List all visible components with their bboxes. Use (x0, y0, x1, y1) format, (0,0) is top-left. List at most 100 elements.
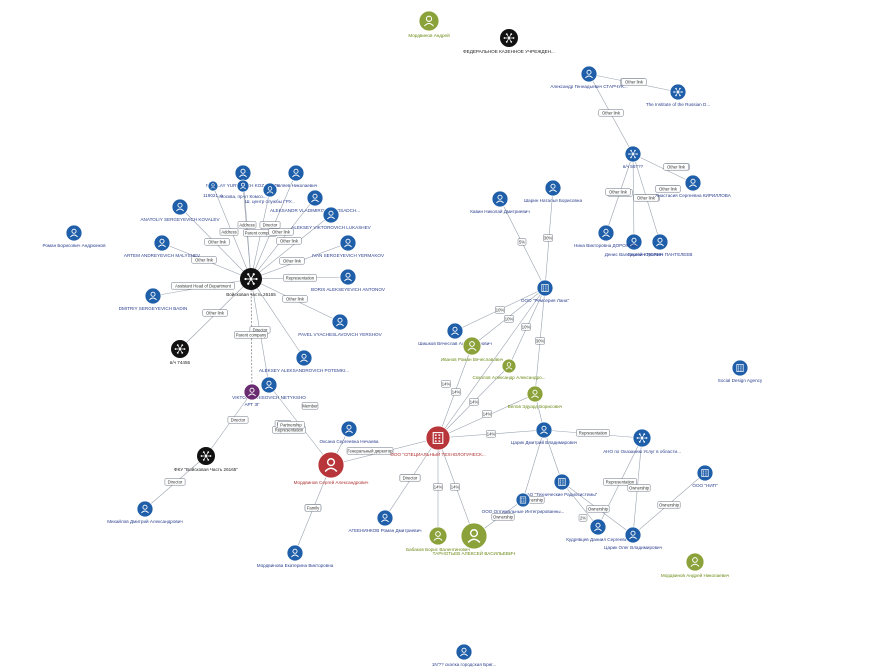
node-vch74[interactable]: в/ч 74455 (170, 340, 191, 365)
edge-label: Assistant Head of Department (171, 282, 235, 290)
node-baiba[interactable]: Бабаков Борис Валентинович (406, 526, 470, 552)
node-tarn[interactable]: ТАРНОТЬЕВ АЛЕКСЕЙ ВАСИЛЬЕВИЧ (433, 522, 516, 556)
node-viktor[interactable]: VIKTOR BORISOVICH NETYKSHO (232, 376, 306, 400)
svg-text:Director: Director (231, 418, 246, 423)
node-fku26[interactable]: ФКУ "Войсковая Часть 26165" (174, 447, 238, 472)
svg-text:Other link: Other link (609, 190, 628, 195)
node-mord_s[interactable]: Мордвинов Сергей Александрович (294, 451, 369, 485)
node-ivan[interactable]: Иванов Роман Вячеславович (441, 336, 504, 362)
node-bel[interactable]: Белов Эдуард Борисович (508, 385, 563, 409)
node-label: Мордвинов Андрей (408, 32, 450, 38)
svg-text:Director: Director (168, 480, 183, 485)
svg-text:Representation: Representation (286, 276, 315, 281)
node-kir[interactable]: Анастасия Сергеевна КИРИЛЛОВА (655, 174, 732, 198)
node-malysh[interactable]: ARTEM ANDREYEVICH MALYSHEV (124, 234, 201, 258)
node-label: 1N'?? скалка городская Бриг... (432, 662, 496, 667)
node-oks[interactable]: Оксана Сергеевна Нечаева (320, 420, 379, 444)
node-mikh[interactable]: Михайлов Дмитрий Александрович (107, 500, 183, 524)
svg-text:30%: 30% (536, 339, 545, 344)
svg-text:Address: Address (239, 223, 254, 228)
node-ageev[interactable]: АГЕЕНИНКОВ Роман Дмитриевич (348, 509, 422, 533)
node-kud[interactable]: Кудрявцев Даниил Сергеевич (566, 518, 630, 542)
node-ooo_opt[interactable]: ООО Оптимальные Интегрированны... (482, 492, 565, 514)
node-label: IVAN SERGEYEVICH YERMAKOV (312, 253, 385, 258)
svg-text:2%: 2% (580, 516, 586, 521)
node-antonov[interactable]: BORIS ALEKSEYEVICH ANTONOV (311, 268, 386, 292)
edge-label: Other link (191, 256, 217, 264)
node-apt[interactable]: АРТ 3Г (243, 383, 261, 407)
node-yershov[interactable]: PAVEL VYACHESLAVOVICH YERSHOV (298, 313, 383, 337)
node-gru[interactable]: Ш. центр службы ГРУ... (245, 182, 295, 204)
node-ao[interactable]: АО "Технические Радиосистемы" (527, 473, 598, 497)
node-label: АНО по Оказанию Услуг в области... (603, 449, 681, 454)
node-label: Бабаков Борис Валентинович (406, 547, 470, 552)
node-yermak[interactable]: IVAN SERGEYEVICH YERMAKOV (312, 234, 385, 258)
node-inst[interactable]: The Institute of the Russian D... (646, 83, 710, 107)
edge-label: Other link (633, 194, 659, 202)
node-fku_top[interactable]: ФЕДЕРАЛЬНОЕ КАЗЕННОЕ УЧРЕЖДЕН... (463, 29, 555, 54)
svg-text:Ownership: Ownership (523, 498, 544, 503)
node-kovalev[interactable]: ANATOLIY SERGEYEVICH KOVALEV (140, 198, 220, 222)
node-potemk[interactable]: ALEKSEY ALEKSANDROVICH POTEMKI... (259, 349, 349, 373)
node-shysh[interactable]: Шишков Вячеслав Александрович (418, 322, 492, 346)
node-tsaroleg[interactable]: Царик Олег Владимирович (604, 526, 663, 550)
svg-text:Other link: Other link (195, 258, 214, 263)
svg-text:Other link: Other link (280, 239, 299, 244)
node-label: ТАРНОТЬЕВ АЛЕКСЕЙ ВАСИЛЬЕВИЧ (433, 549, 516, 556)
node-bottom[interactable]: 1N'?? скалка городская Бриг... (432, 643, 496, 667)
node-sham[interactable]: Шарин Наталья Борисовна (524, 179, 582, 203)
node-sda[interactable]: Social Design Agency (718, 359, 763, 383)
node-label: Шарин Наталья Борисовна (524, 198, 582, 203)
node-kaz[interactable]: Кавин Николай Дмитриевич (470, 190, 530, 214)
edge-label: Director (259, 221, 281, 229)
node-pan[interactable]: Сергей Юрьевич ПАНТЕЛЕЕВ (628, 233, 693, 257)
edge-vch_hub-potemk (250, 278, 305, 359)
node-label: ANATOLIY SERGEYEVICH KOVALEV (140, 217, 220, 222)
node-tsar[interactable]: Царик Дмитрий Владимирович (511, 421, 578, 445)
node-label: DMITRIY SERGEYEVICH BADIN (119, 306, 188, 311)
svg-text:14%: 14% (470, 400, 479, 405)
node-star[interactable]: Александр Геннадьевич СТАРЧУК... (550, 65, 628, 89)
node-dor[interactable]: Нина Викторовна ДОРОХОВА (574, 224, 639, 248)
svg-text:10%: 10% (522, 325, 531, 330)
node-label: АО "Технические Радиосистемы" (527, 492, 598, 497)
svg-text:Other link: Other link (286, 297, 305, 302)
node-label: ФЕДЕРАЛЬНОЕ КАЗЕННОЕ УЧРЕЖДЕН... (463, 49, 555, 54)
node-rem[interactable]: ООО "Ремсерия Лана" (521, 279, 570, 303)
node-vch_hub[interactable]: Войсковая часть 26165 (226, 268, 276, 297)
edge-label: Parent company (234, 331, 268, 339)
node-bel_nik[interactable]: Беляев Николаевич (275, 164, 318, 188)
node-tyur[interactable]: Денис Валерьевич ТЮРИН (605, 233, 664, 257)
node-lukash[interactable]: ALEKSEY VIKTOROVICH LUKASHEV (291, 206, 372, 230)
node-mord2[interactable]: Мордвинов Андрей Николаевич (661, 552, 730, 578)
node-label: Сергей Юрьевич ПАНТЕЛЕЕВ (628, 251, 693, 257)
node-badin[interactable]: DMITRIY SERGEYEVICH BADIN (119, 287, 188, 311)
node-addr2[interactable]: 119021, г. (203, 180, 223, 198)
node-spec[interactable]: ООО "СПЕЦИАЛЬНЫЙ ТЕХНОЛОГИЧЕСК... (390, 425, 486, 457)
edge-apt-fku26 (205, 391, 253, 457)
edge-label: 10% (521, 323, 531, 331)
svg-text:Family: Family (307, 506, 320, 511)
node-ano[interactable]: АНО по Оказанию Услуг в области... (603, 428, 681, 454)
node-mord_e[interactable]: Мордвинова Екатерина Викторовна (257, 544, 334, 568)
node-vch3[interactable]: в/ч 56??? (623, 145, 644, 169)
edge-label: 10% (495, 306, 505, 314)
node-roman_a[interactable]: Роман Борисович Андрюнков (42, 224, 106, 248)
node-nipt[interactable]: ООО "НИП" (692, 464, 718, 488)
svg-text:14%: 14% (483, 412, 492, 417)
node-label: Мордвинов Андрей Николаевич (661, 572, 730, 578)
node-label: Михайлов Дмитрий Александрович (107, 518, 183, 524)
node-osad[interactable]: ALEKSANDR VLADIMIROVICH OSADCH... (270, 189, 360, 213)
node-sokol[interactable]: Соколов Александр Александро... (472, 358, 546, 380)
node-mord1[interactable]: Мордвинов Андрей (408, 10, 450, 38)
svg-text:Генеральный директор: Генеральный директор (348, 449, 394, 454)
node-label: Кудрявцев Даниил Сергеевич (566, 537, 630, 542)
node-label: The Institute of the Russian D... (646, 102, 710, 107)
edge-label: Member (301, 402, 318, 410)
node-moscow[interactable]: Москва, пр-кт Комсо... (219, 179, 267, 199)
svg-text:Other link: Other link (637, 196, 656, 201)
node-label: ALEKSEY VIKTOROVICH LUKASHEV (291, 225, 371, 230)
edge-label: Ownership (586, 505, 610, 513)
edge-label: 14% (450, 483, 460, 491)
